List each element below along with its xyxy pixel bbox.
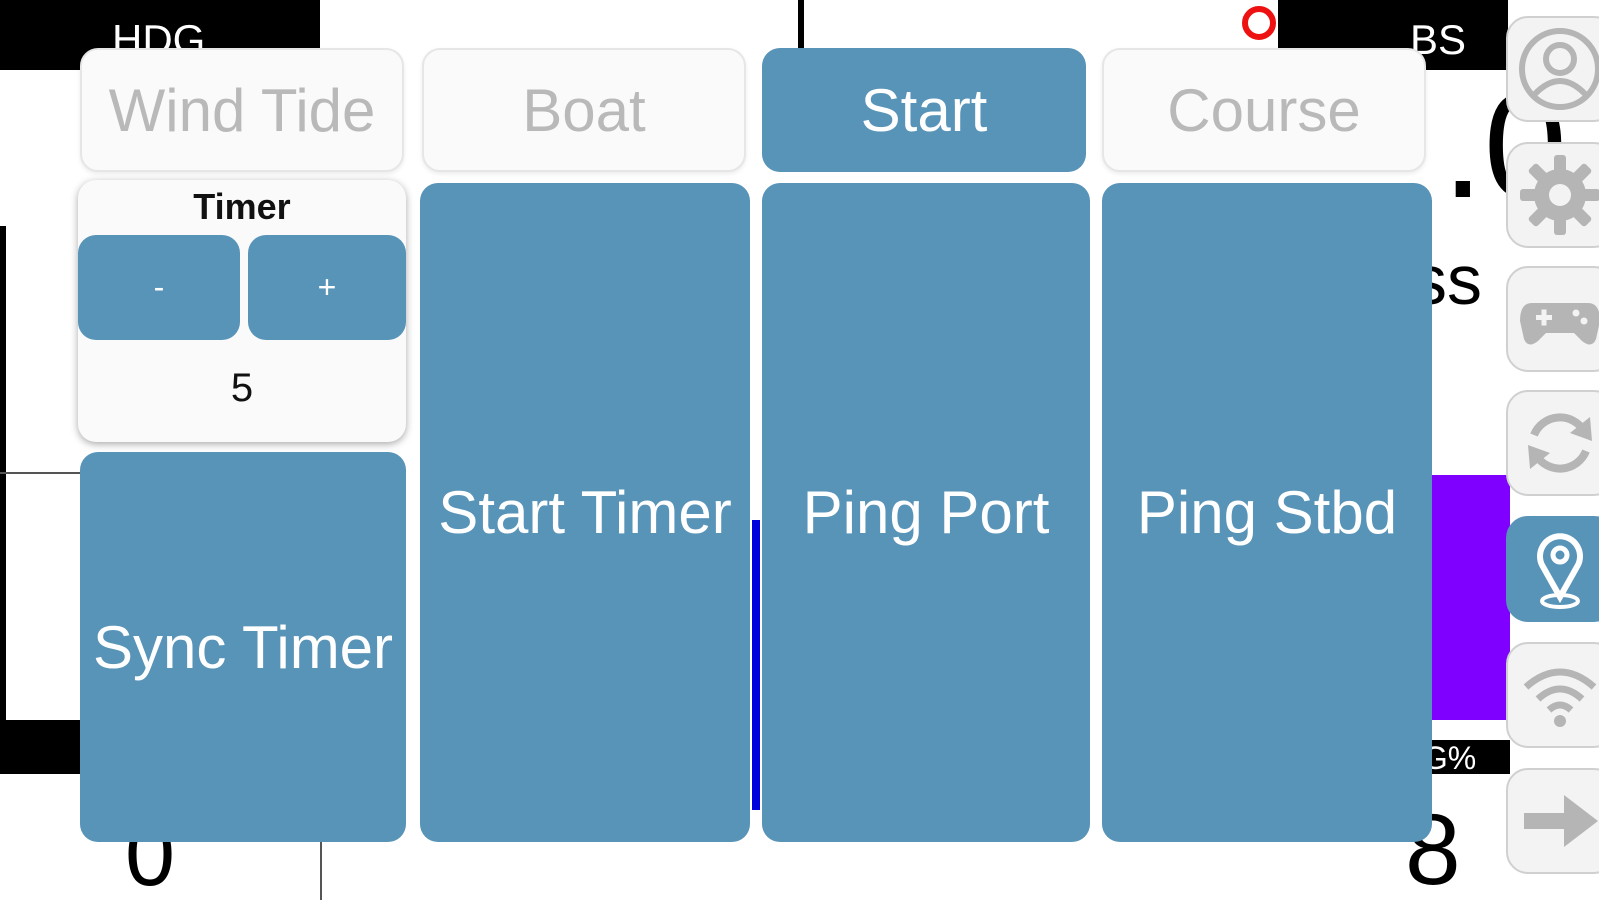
wifi-button[interactable] — [1506, 642, 1599, 748]
timer-title: Timer — [193, 186, 291, 227]
sync-icon — [1528, 413, 1592, 473]
refresh-button[interactable] — [1506, 390, 1599, 496]
arrow-right-icon — [1524, 795, 1598, 847]
timer-increment-button[interactable]: + — [248, 235, 406, 340]
bottom-left-bar — [0, 720, 80, 774]
tab-boat[interactable]: Boat — [422, 48, 746, 172]
settings-button[interactable] — [1506, 142, 1599, 248]
controller-button[interactable] — [1506, 266, 1599, 372]
timer-decrement-button[interactable]: - — [78, 235, 240, 340]
gamepad-icon — [1520, 303, 1599, 345]
user-icon — [1519, 28, 1599, 110]
timer-card: Timer - + 5 — [78, 180, 406, 442]
purple-indicator-block — [1420, 475, 1510, 720]
sync-timer-button[interactable]: Sync Timer — [80, 452, 406, 842]
location-button[interactable] — [1506, 516, 1599, 622]
next-button[interactable] — [1506, 768, 1599, 874]
divider-line — [0, 472, 80, 474]
tab-start[interactable]: Start — [762, 48, 1086, 172]
ping-port-button[interactable]: Ping Port — [762, 183, 1090, 842]
timer-value: 5 — [230, 366, 254, 410]
divider-line — [320, 830, 322, 900]
start-timer-button[interactable]: Start Timer — [420, 183, 750, 842]
ping-stbd-button[interactable]: Ping Stbd — [1102, 183, 1432, 842]
bottom-right-bar — [1420, 740, 1510, 774]
tab-course[interactable]: Course — [1102, 48, 1426, 172]
wifi-icon — [1523, 668, 1597, 727]
gear-icon — [1520, 155, 1599, 235]
blue-indicator-strip — [752, 520, 760, 810]
profile-button[interactable] — [1506, 16, 1599, 122]
divider-line — [798, 0, 804, 48]
record-indicator — [1242, 6, 1276, 40]
location-pin-icon — [1537, 533, 1583, 609]
tab-wind-tide[interactable]: Wind Tide — [80, 48, 404, 172]
